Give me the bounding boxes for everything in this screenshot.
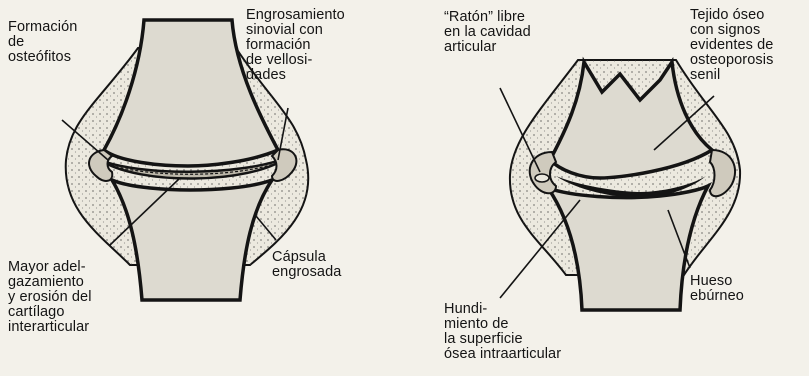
label-loose-body: “Ratón” libre en la cavidad articular [444, 10, 531, 55]
label-sunken-surface: Hundi- miento de la superficie ósea intr… [444, 302, 561, 362]
label-cartilage-erosion: Mayor adel- gazamiento y erosión del car… [8, 260, 92, 335]
label-osteophyte-formation: Formación de osteófitos [8, 20, 77, 65]
label-eburnated-bone: Hueso ebúrneo [690, 274, 744, 304]
label-synovial-thickening: Engrosamiento sinovial con formación de … [246, 8, 345, 83]
right-loose-body [535, 174, 549, 182]
label-thickened-capsule: Cápsula engrosada [272, 250, 341, 280]
left-lower-bone [112, 180, 272, 300]
right-lower-bone [548, 186, 708, 310]
label-osteoporotic-bone: Tejido óseo con signos evidentes de oste… [690, 8, 773, 83]
